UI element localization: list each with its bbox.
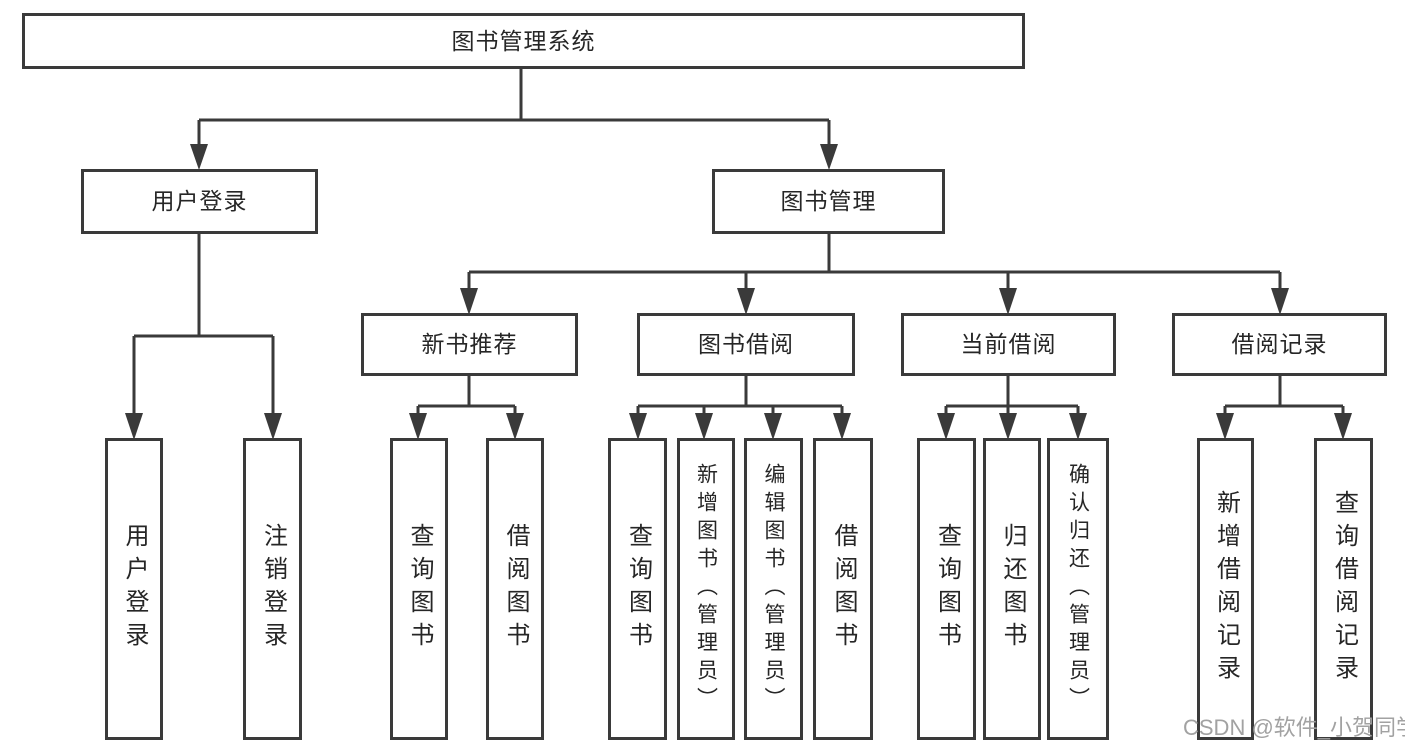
node-new-book-recommend-label: 新书推荐 — [421, 331, 518, 357]
arrowhead — [409, 413, 427, 440]
leaf-user-login: 用户登录 — [105, 438, 163, 740]
leaf-add-borrow-record-label: 新增借阅记录 — [1212, 490, 1240, 688]
node-library-system-label: 图书管理系统 — [451, 27, 596, 54]
arrowhead — [1271, 288, 1289, 315]
leaf-query-books-current-label: 查询图书 — [933, 523, 961, 655]
arrowhead — [506, 413, 524, 440]
leaf-logout-label: 注销登录 — [259, 523, 287, 655]
leaf-return-book: 归还图书 — [983, 438, 1041, 740]
leaf-edit-book-admin-label: 编辑图书（管理员） — [762, 463, 785, 715]
leaf-return-book-label: 归还图书 — [999, 523, 1026, 655]
arrowhead — [999, 288, 1017, 315]
arrowhead — [125, 413, 143, 440]
leaf-query-books-recommend: 查询图书 — [390, 438, 448, 740]
node-book-borrow: 图书借阅 — [637, 313, 855, 376]
arrowhead — [190, 144, 208, 170]
arrowhead — [460, 288, 478, 315]
node-current-borrow-label: 当前借阅 — [960, 331, 1057, 357]
leaf-confirm-return-admin: 确认归还（管理员） — [1047, 438, 1109, 740]
node-book-borrow-label: 图书借阅 — [698, 331, 794, 357]
connector-book-borrow-to-leaves — [629, 376, 851, 440]
node-user-login: 用户登录 — [81, 169, 318, 234]
connector-book-management-to-level3 — [460, 234, 1289, 315]
arrowhead — [695, 413, 713, 440]
leaf-query-books-borrow: 查询图书 — [608, 438, 667, 740]
leaf-add-book-admin: 新增图书（管理员） — [677, 438, 735, 740]
leaf-confirm-return-admin-label: 确认归还（管理员） — [1066, 463, 1090, 715]
leaf-borrow-books-borrow-label: 借阅图书 — [830, 523, 857, 655]
node-borrow-records-label: 借阅记录 — [1231, 331, 1328, 357]
leaf-user-login-label: 用户登录 — [121, 523, 148, 655]
connector-root-to-level2 — [190, 69, 838, 170]
arrowhead — [833, 413, 851, 440]
arrowhead — [737, 288, 755, 315]
arrowhead — [1334, 413, 1352, 440]
leaf-borrow-books-borrow: 借阅图书 — [813, 438, 873, 740]
connector-new-book-to-leaves — [409, 376, 524, 440]
node-current-borrow: 当前借阅 — [901, 313, 1116, 376]
leaf-add-borrow-record: 新增借阅记录 — [1197, 438, 1254, 740]
connector-borrow-records-to-leaves — [1216, 376, 1352, 440]
node-new-book-recommend: 新书推荐 — [361, 313, 578, 376]
node-borrow-records: 借阅记录 — [1172, 313, 1387, 376]
arrowhead — [1216, 413, 1234, 440]
leaf-borrow-books-recommend-label: 借阅图书 — [502, 523, 529, 655]
arrowhead — [937, 413, 955, 440]
leaf-edit-book-admin: 编辑图书（管理员） — [744, 438, 803, 740]
leaf-logout: 注销登录 — [243, 438, 302, 740]
leaf-query-borrow-record-label: 查询借阅记录 — [1330, 490, 1358, 688]
leaf-query-books-borrow-label: 查询图书 — [624, 523, 652, 655]
node-user-login-label: 用户登录 — [151, 188, 248, 214]
leaf-query-borrow-record: 查询借阅记录 — [1314, 438, 1373, 740]
leaf-query-books-recommend-label: 查询图书 — [406, 523, 433, 655]
connector-user-login-to-leaves — [125, 234, 282, 440]
leaf-borrow-books-recommend: 借阅图书 — [486, 438, 544, 740]
node-book-management-label: 图书管理 — [780, 188, 877, 214]
arrowhead — [629, 413, 647, 440]
leaf-query-books-current: 查询图书 — [917, 438, 976, 740]
csdn-watermark: CSDN @软件_小贺同学 — [1183, 715, 1405, 740]
leaf-add-book-admin-label: 新增图书（管理员） — [694, 463, 718, 715]
arrowhead — [820, 144, 838, 170]
node-book-management: 图书管理 — [712, 169, 945, 234]
arrowhead — [1069, 413, 1087, 440]
arrowhead — [999, 413, 1017, 440]
arrowhead — [764, 413, 782, 440]
connector-current-borrow-to-leaves — [937, 376, 1087, 440]
node-library-system: 图书管理系统 — [22, 13, 1025, 69]
arrowhead — [264, 413, 282, 440]
